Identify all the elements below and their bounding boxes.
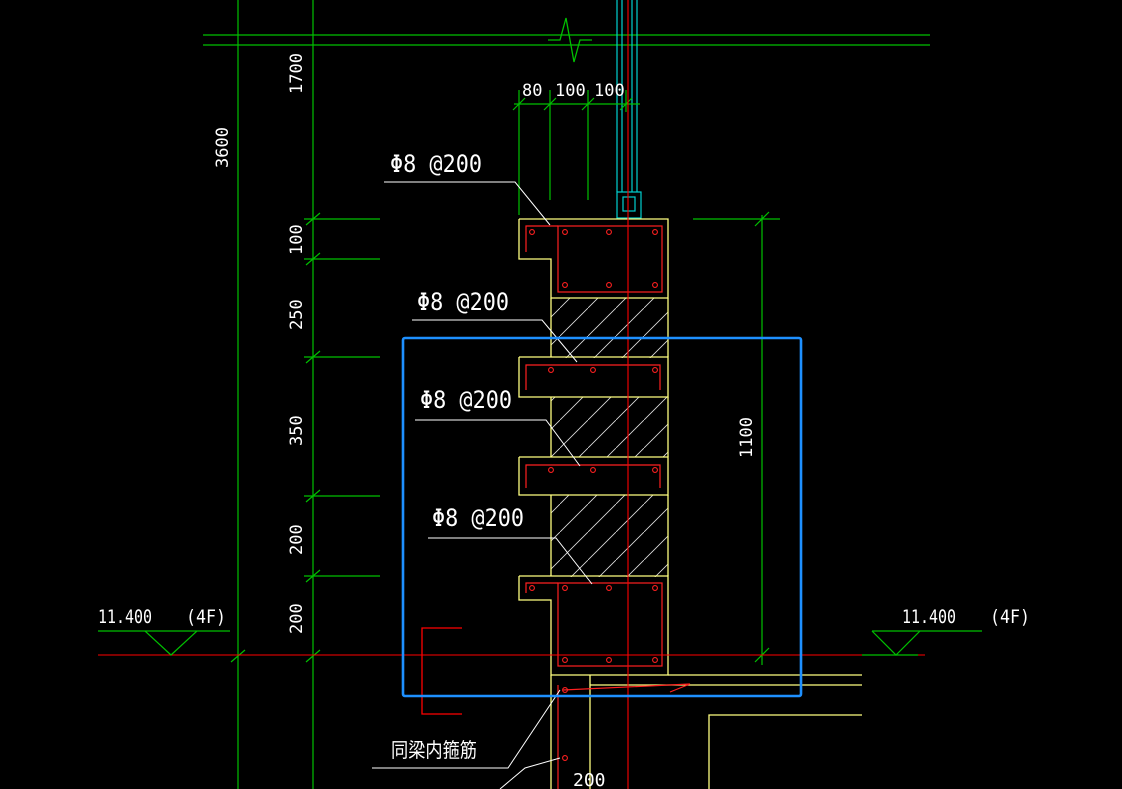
rebar-label-4: Φ8 @200 <box>432 504 524 532</box>
break-line-icon <box>548 17 592 63</box>
dim-total-3600: 3600 <box>213 127 233 168</box>
dim-seg-1700: 1700 <box>287 53 307 94</box>
rebar-cages <box>525 225 691 789</box>
dim-right-1100: 1100 <box>737 417 757 458</box>
right-dimension <box>693 211 780 665</box>
dim-top-80: 80 <box>522 81 542 101</box>
column-lines <box>616 0 642 219</box>
dim-seg-100: 100 <box>287 224 307 255</box>
axis-lines <box>98 0 925 789</box>
rebar-dots <box>529 229 658 761</box>
dim-seg-200a: 200 <box>287 524 307 555</box>
bottom-note: 同梁内箍筋 <box>391 738 477 762</box>
left-vertical-lines <box>237 0 314 789</box>
rebar-label-3: Φ8 @200 <box>420 386 512 414</box>
wall-hatching <box>551 298 668 577</box>
dim-seg-200b: 200 <box>287 603 307 634</box>
elevation-left: 11.400 (4F) <box>98 606 230 656</box>
bottom-dim-200: 200 <box>573 770 606 789</box>
elevation-left-floor: (4F) <box>186 606 226 628</box>
elevation-right: 11.400 (4F) <box>862 606 1030 656</box>
rebar-label-1: Φ8 @200 <box>390 150 482 178</box>
dim-seg-250: 250 <box>287 299 307 330</box>
left-dimension-chain <box>230 212 380 663</box>
elevation-left-value: 11.400 <box>98 606 152 628</box>
top-dimension-chain <box>512 90 640 215</box>
elevation-right-value: 11.400 <box>902 606 956 628</box>
dim-top-100a: 100 <box>555 81 586 101</box>
selection-rectangle[interactable] <box>401 336 803 698</box>
dim-top-100b: 100 <box>594 81 625 101</box>
elevation-right-floor: (4F) <box>990 606 1030 628</box>
rebar-label-2: Φ8 @200 <box>417 288 509 316</box>
dim-seg-350: 350 <box>287 415 307 446</box>
leader-lines <box>372 181 593 789</box>
elevation-symbol-marker <box>421 627 462 715</box>
top-slab-lines <box>203 34 930 46</box>
section-outline <box>518 218 862 789</box>
